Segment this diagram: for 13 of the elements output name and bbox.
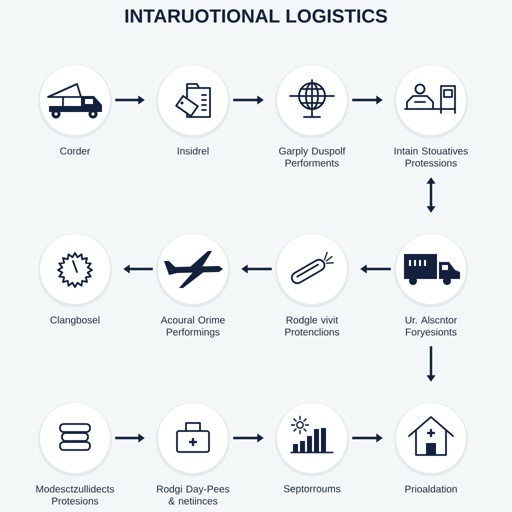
step-label: Septorroums xyxy=(284,485,340,494)
step-label: Insidrel xyxy=(178,147,208,155)
step-label: Intain Stouatives Protessions xyxy=(394,147,468,167)
step-label: Garply Duspolf Performents xyxy=(279,147,346,167)
step-label: Prioaldation xyxy=(405,485,457,493)
step-label: Modesctzullidects Protesions xyxy=(36,485,114,505)
step-label: Acoural Orime Performings xyxy=(160,316,225,338)
title: INTARUOTIONAL LOGISTICS xyxy=(126,9,388,23)
step-label: Corder xyxy=(60,147,90,155)
step-label: Rodgi Day-Pees & netiinces xyxy=(157,485,230,505)
step-label: Rodgle vivit Protenclions xyxy=(285,316,340,336)
step-label: Clangbosel xyxy=(50,316,100,326)
step-label: Ur. Alscntor Foryesionts xyxy=(406,316,457,338)
